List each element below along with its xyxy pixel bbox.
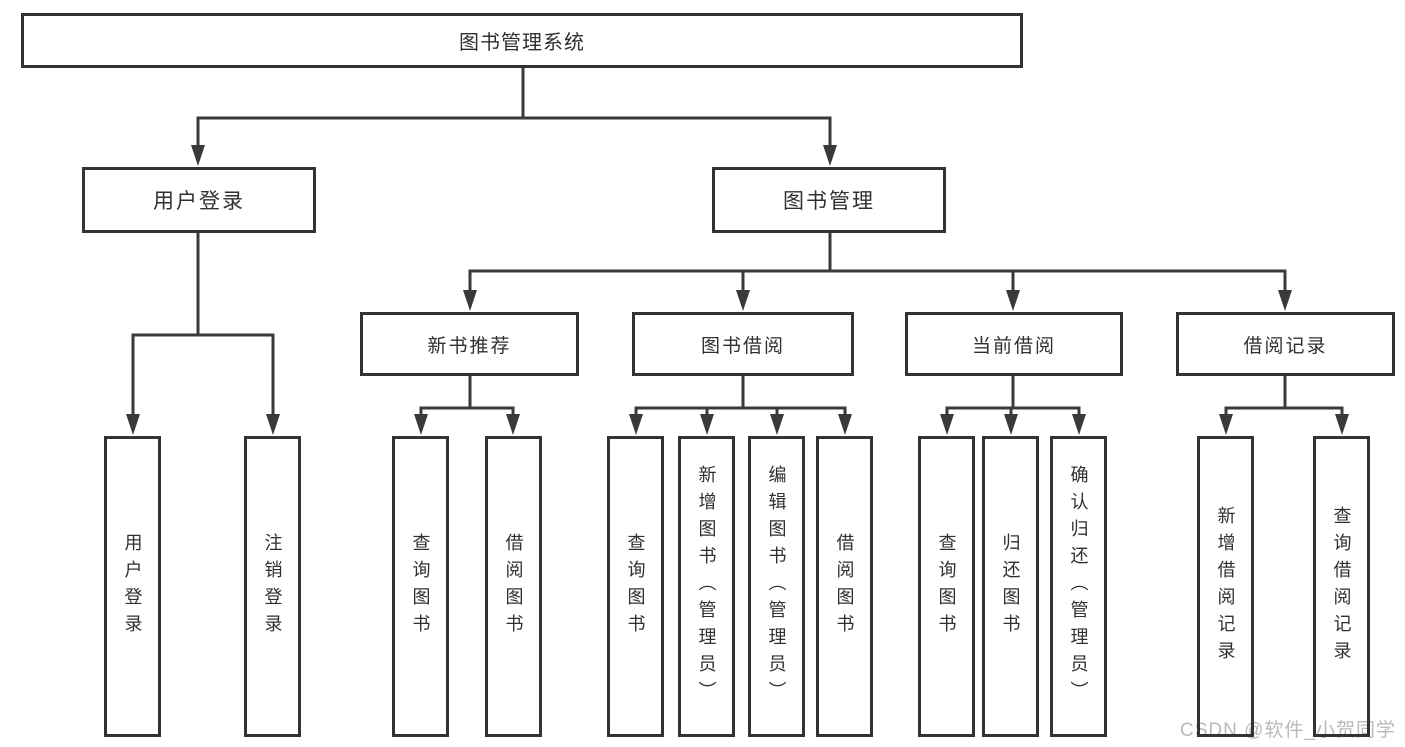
leaf-borrowing-borrow-books: 借阅图书 [816,436,873,737]
leaf-borrowing-query-books-label: 查询图书 [625,532,646,641]
node-borrow-records: 借阅记录 [1176,312,1395,376]
leaf-current-query-books-label: 查询图书 [936,532,957,641]
leaf-borrowing-edit-books-admin: 编辑图书（管理员） [748,436,805,737]
node-new-book-recommend-label: 新书推荐 [427,335,512,357]
node-user-login: 用户登录 [82,167,316,233]
leaf-borrowing-add-books-admin-label: 新增图书（管理员） [696,465,717,708]
node-book-management: 图书管理 [712,167,946,233]
leaf-recommend-query-books-label: 查询图书 [410,532,431,641]
leaf-recommend-borrow-books-label: 借阅图书 [503,532,524,641]
node-current-borrowing-label: 当前借阅 [971,335,1056,357]
leaf-recommend-query-books: 查询图书 [392,436,449,737]
leaf-logout-label: 注销登录 [262,532,283,641]
leaf-user-login-label: 用户登录 [122,532,143,641]
node-new-book-recommend: 新书推荐 [360,312,579,376]
node-current-borrowing: 当前借阅 [905,312,1123,376]
node-borrow-records-label: 借阅记录 [1243,335,1328,357]
leaf-current-confirm-return-admin: 确认归还（管理员） [1050,436,1107,737]
leaf-records-add-borrow-record-label: 新增借阅记录 [1215,505,1236,668]
leaf-user-login: 用户登录 [104,436,161,737]
leaf-records-query-borrow-record: 查询借阅记录 [1313,436,1370,737]
node-book-borrowing: 图书借阅 [632,312,854,376]
leaf-records-add-borrow-record: 新增借阅记录 [1197,436,1254,737]
leaf-records-query-borrow-record-label: 查询借阅记录 [1331,505,1352,668]
leaf-borrowing-edit-books-admin-label: 编辑图书（管理员） [766,465,787,708]
leaf-current-query-books: 查询图书 [918,436,975,737]
node-book-borrowing-label: 图书借阅 [700,335,785,357]
leaf-borrowing-borrow-books-label: 借阅图书 [834,532,855,641]
node-user-login-label: 用户登录 [153,190,245,213]
leaf-current-confirm-return-admin-label: 确认归还（管理员） [1068,465,1089,708]
leaf-borrowing-query-books: 查询图书 [607,436,664,737]
leaf-current-return-books: 归还图书 [982,436,1039,737]
leaf-recommend-borrow-books: 借阅图书 [485,436,542,737]
node-root-system: 图书管理系统 [21,13,1023,68]
leaf-logout: 注销登录 [244,436,301,737]
node-root-label: 图书管理系统 [459,32,585,54]
node-book-management-label: 图书管理 [783,190,875,213]
leaf-current-return-books-label: 归还图书 [1000,532,1021,641]
leaf-borrowing-add-books-admin: 新增图书（管理员） [678,436,735,737]
